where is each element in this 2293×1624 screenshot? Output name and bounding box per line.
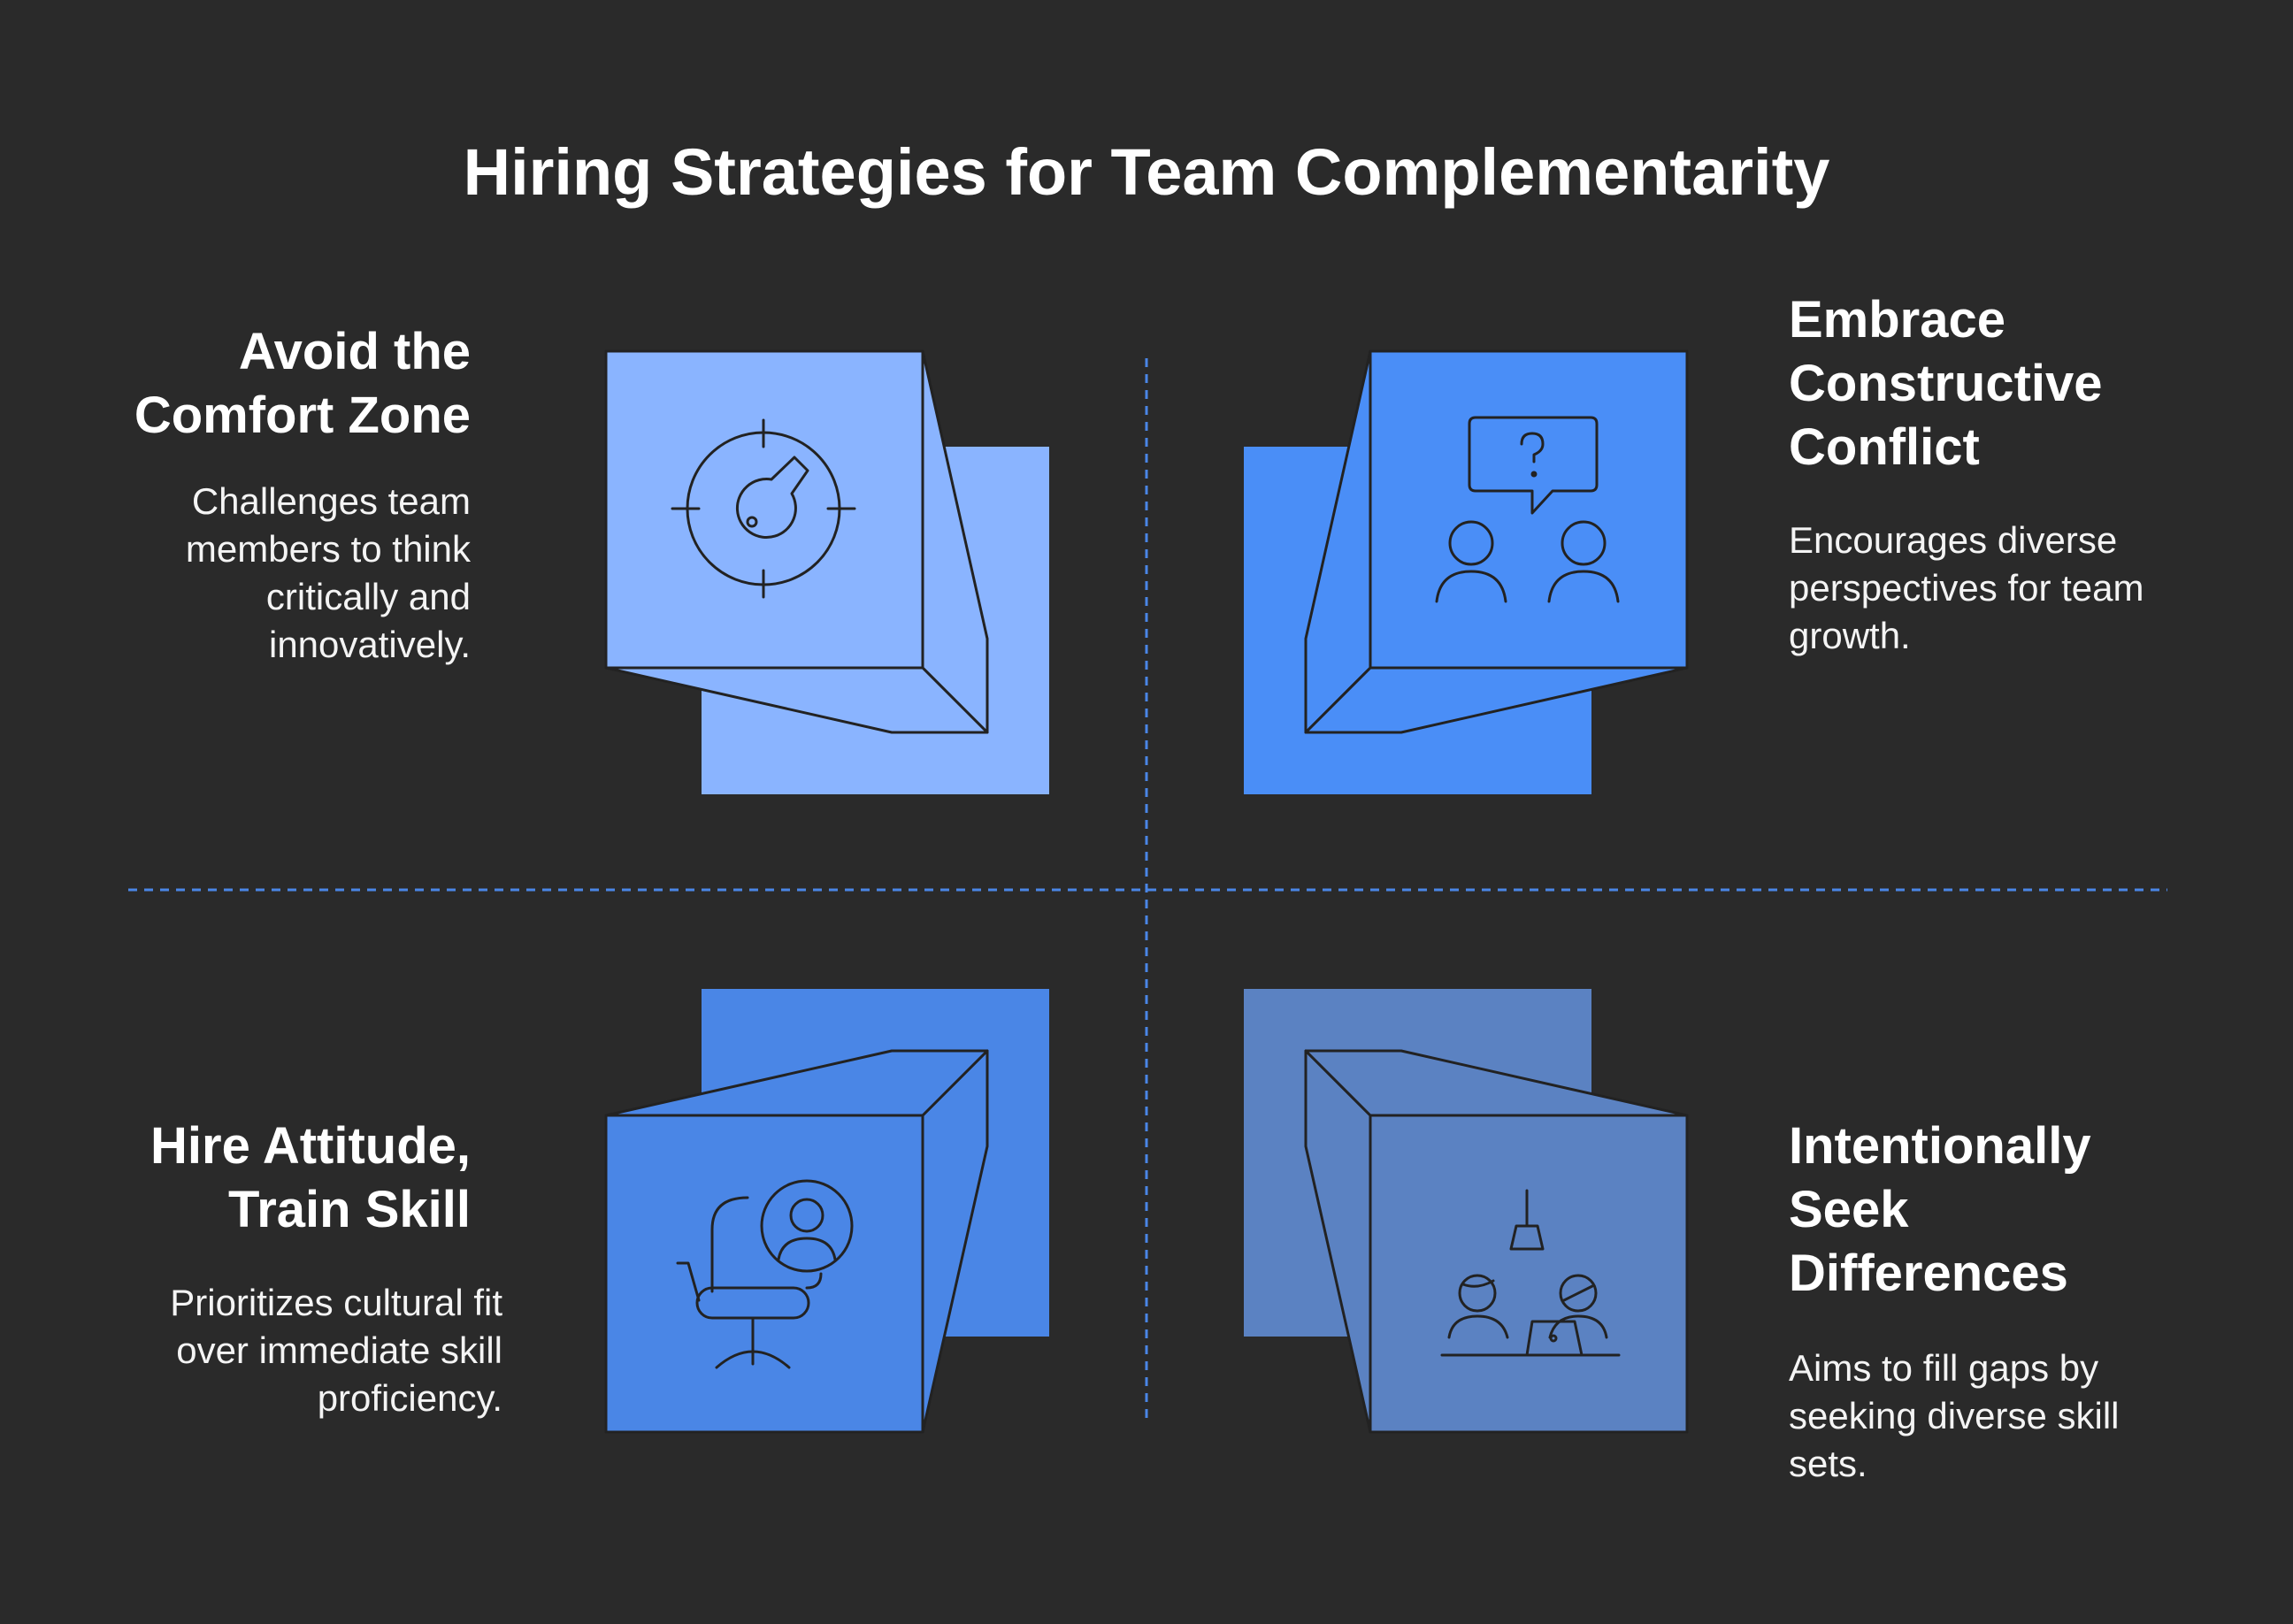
- cube-avoid-comfort-zone: [604, 349, 1049, 794]
- diagram-title: Hiring Strategies for Team Complementari…: [463, 135, 1830, 209]
- discussion-icon: [1435, 416, 1620, 603]
- cube-embrace-conflict: [1244, 349, 1689, 794]
- heading-seek-differences: Intentionally Seek Differences: [1789, 1117, 2091, 1302]
- team-meeting-icon: [1440, 1189, 1621, 1357]
- desc-avoid-comfort-zone: Challenges team members to think critica…: [185, 480, 471, 665]
- desc-hire-attitude: Prioritizes cultural fit over immediate …: [170, 1282, 502, 1419]
- heading-embrace-conflict: Embrace Constructive Conflict: [1789, 291, 2103, 476]
- candidate-chair-icon: [676, 1179, 854, 1369]
- cube-hire-attitude: [604, 989, 1049, 1434]
- target-icon: [671, 418, 856, 599]
- heading-hire-attitude: Hire Attitude, Train Skill: [150, 1117, 471, 1238]
- cube-seek-differences: [1244, 989, 1689, 1434]
- desc-seek-differences: Aims to fill gaps by seeking diverse ski…: [1789, 1347, 2120, 1484]
- heading-avoid-comfort-zone: Avoid the Comfort Zone: [134, 323, 471, 444]
- desc-embrace-conflict: Encourages diverse perspectives for team…: [1789, 519, 2144, 656]
